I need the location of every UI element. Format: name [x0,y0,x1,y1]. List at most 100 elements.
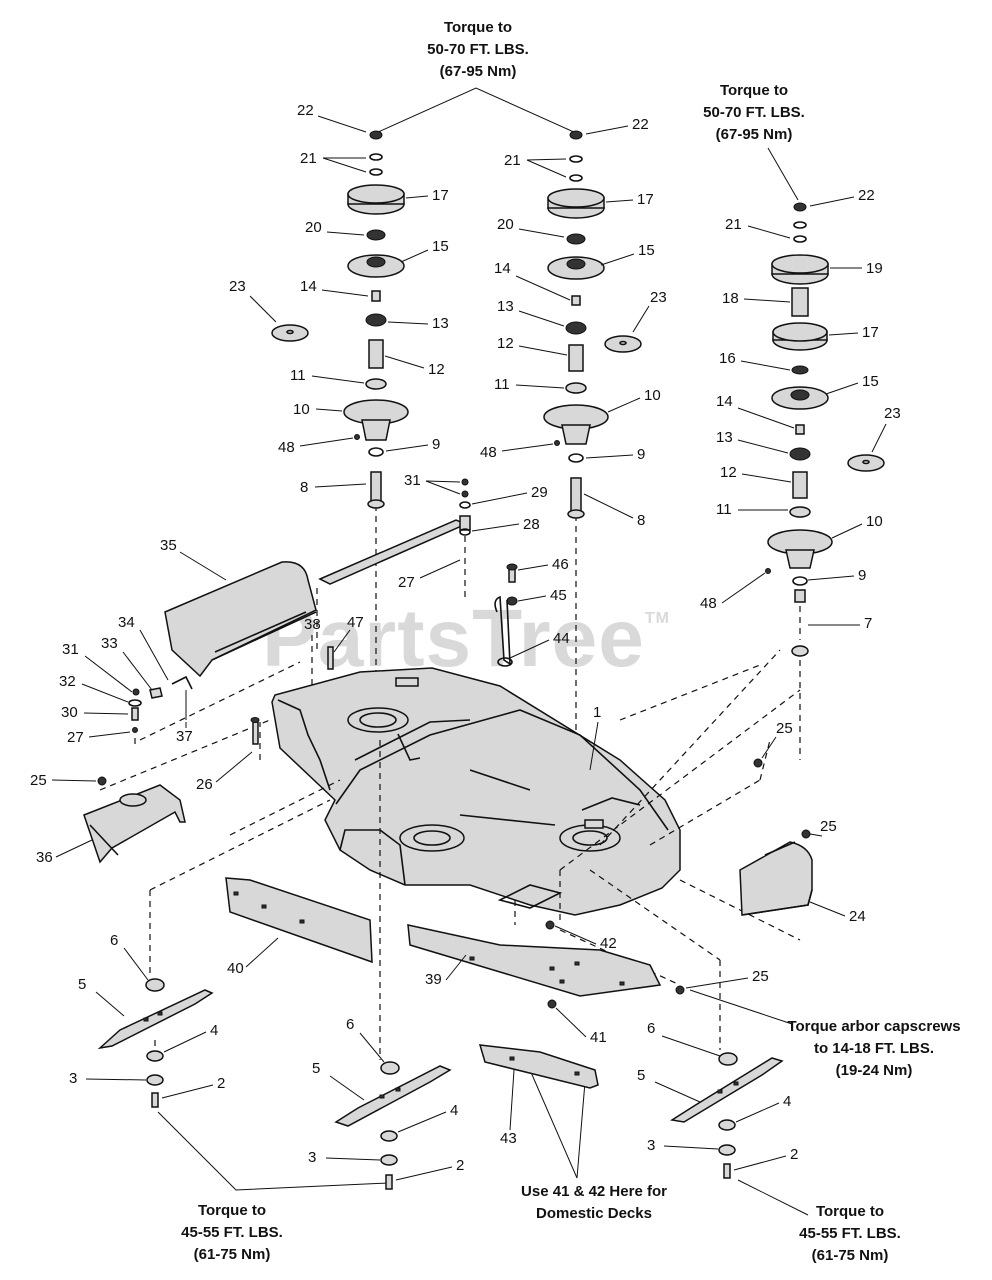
svg-text:31: 31 [404,472,421,489]
svg-text:15: 15 [638,242,655,259]
svg-text:4: 4 [210,1022,218,1039]
svg-text:27: 27 [398,574,415,591]
hardware-left: 34 33 31 32 30 27 37 [59,614,301,746]
svg-text:22: 22 [632,116,649,133]
left-spindle-stack [343,130,409,730]
svg-text:26: 26 [196,776,213,793]
blade-assembly-left: 6 5 4 3 2 [69,932,225,1108]
svg-text:39: 39 [425,971,442,988]
svg-text:Use 41 & 42 Here for: Use 41 & 42 Here for [521,1183,667,1200]
blade-assembly-right: 6 5 4 3 2 [637,1020,798,1179]
svg-text:40: 40 [227,960,244,977]
note-leader [375,87,577,134]
svg-text:(61-75 Nm): (61-75 Nm) [812,1247,889,1264]
svg-text:17: 17 [432,187,449,204]
svg-text:33: 33 [101,635,118,652]
svg-text:10: 10 [866,513,883,530]
svg-text:Torque arbor capscrews: Torque arbor capscrews [787,1018,960,1035]
svg-text:Torque to: Torque to [444,19,512,36]
svg-text:2: 2 [790,1146,798,1163]
svg-text:18: 18 [722,290,739,307]
svg-text:7: 7 [864,615,872,632]
svg-text:13: 13 [716,429,733,446]
svg-text:14: 14 [494,260,511,277]
svg-text:43: 43 [500,1130,517,1147]
svg-text:28: 28 [523,516,540,533]
svg-text:25: 25 [30,772,47,789]
svg-text:30: 30 [61,704,78,721]
svg-text:3: 3 [308,1149,316,1166]
svg-text:6: 6 [647,1020,655,1037]
svg-text:48: 48 [278,439,295,456]
left-spindle-callouts: 22 21 17 20 15 14 13 23 11 12 10 48 9 8 [229,102,449,496]
svg-text:25: 25 [752,968,769,985]
svg-text:31: 31 [62,641,79,658]
note-arbor-capscrews: Torque arbor capscrews to 14-18 FT. LBS.… [787,1018,960,1079]
svg-text:(67-95 Nm): (67-95 Nm) [440,63,517,80]
svg-text:25: 25 [776,720,793,737]
svg-text:23: 23 [650,289,667,306]
svg-text:16: 16 [719,350,736,367]
svg-text:6: 6 [110,932,118,949]
svg-text:Torque to: Torque to [198,1202,266,1219]
svg-text:11: 11 [290,367,306,384]
note-top-right: Torque to 50-70 FT. LBS. (67-95 Nm) [703,82,805,143]
svg-text:Torque to: Torque to [816,1203,884,1220]
svg-text:11: 11 [494,376,510,393]
svg-text:21: 21 [725,216,742,233]
bolt-26: 26 [196,717,260,793]
svg-text:24: 24 [849,908,866,925]
svg-text:8: 8 [300,479,308,496]
svg-text:21: 21 [300,150,317,167]
svg-text:10: 10 [644,387,661,404]
svg-text:21: 21 [504,152,521,169]
svg-text:5: 5 [312,1060,320,1077]
blade-assembly-center: 6 5 4 3 2 [308,1016,464,1190]
svg-text:15: 15 [862,373,879,390]
svg-text:45: 45 [550,587,567,604]
svg-text:22: 22 [858,187,875,204]
svg-text:13: 13 [432,315,449,332]
svg-text:23: 23 [884,405,901,422]
svg-text:25: 25 [820,818,837,835]
svg-text:20: 20 [497,216,514,233]
svg-text:(19-24 Nm): (19-24 Nm) [836,1062,913,1079]
note-bottom-right: Torque to 45-55 FT. LBS. (61-75 Nm) [799,1203,901,1264]
svg-text:4: 4 [450,1102,458,1119]
svg-text:9: 9 [432,436,440,453]
svg-text:to 14-18 FT. LBS.: to 14-18 FT. LBS. [814,1040,934,1057]
svg-text:17: 17 [862,324,879,341]
svg-text:22: 22 [297,102,314,119]
svg-text:10: 10 [293,401,310,418]
baffles: 40 39 42 41 43 [225,877,662,1147]
svg-text:14: 14 [300,278,317,295]
svg-text:8: 8 [637,512,645,529]
svg-text:(61-75 Nm): (61-75 Nm) [194,1246,271,1263]
hardware-center: 46 45 44 47 38 [304,556,570,700]
svg-text:35: 35 [160,537,177,554]
svg-text:50-70 FT. LBS.: 50-70 FT. LBS. [703,104,805,121]
svg-text:45-55 FT. LBS.: 45-55 FT. LBS. [181,1224,283,1241]
svg-text:23: 23 [229,278,246,295]
watermark: PartsTreeTM [262,593,670,684]
svg-text:3: 3 [69,1070,77,1087]
note-domestic-decks: Use 41 & 42 Here for Domestic Decks [521,1183,667,1222]
svg-text:38: 38 [304,616,321,633]
bolts-25: 25 25 25 25 [30,720,837,995]
svg-text:48: 48 [700,595,717,612]
svg-text:1: 1 [593,704,601,721]
svg-text:44: 44 [553,630,570,647]
svg-text:13: 13 [497,298,514,315]
center-spindle-callouts: 22 21 17 20 15 14 13 23 12 11 10 48 9 8 [480,116,667,529]
svg-text:5: 5 [637,1067,645,1084]
svg-text:2: 2 [217,1075,225,1092]
svg-text:5: 5 [78,976,86,993]
svg-text:27: 27 [67,729,84,746]
svg-text:12: 12 [497,335,514,352]
svg-text:12: 12 [428,361,445,378]
svg-text:42: 42 [600,935,617,952]
svg-text:36: 36 [36,849,53,866]
svg-text:47: 47 [347,614,364,631]
